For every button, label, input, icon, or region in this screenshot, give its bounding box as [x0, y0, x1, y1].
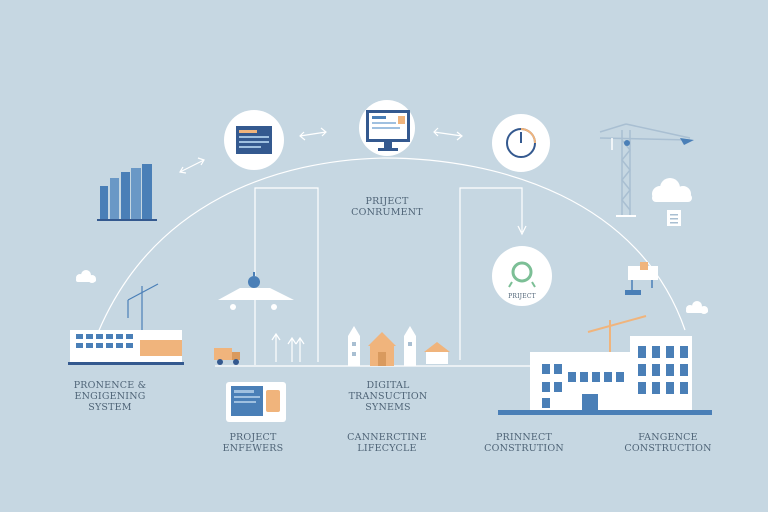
double-arrow-icon: [179, 157, 205, 174]
factory-icon: [68, 283, 184, 365]
certification-node[interactable]: [492, 246, 552, 306]
cloud-icon: [652, 178, 692, 202]
label-digital-transuction: DIGITAL TRANSUCTION SYNEMS: [349, 380, 428, 413]
up-arrow-icon: [271, 332, 281, 362]
truck-icon: [214, 348, 240, 365]
tablet-icon: [226, 382, 286, 422]
document-icon: [667, 210, 681, 226]
double-arrow-icon: [299, 127, 327, 141]
label-line: PRIJECT: [508, 293, 536, 300]
label-fangence-construction: FANGENCE CONSTRUCTION: [624, 432, 711, 454]
up-arrow-icon: [295, 336, 305, 362]
document-node[interactable]: [224, 110, 284, 170]
badge-label: PRIJECT: [508, 293, 536, 300]
label-line: PRIJECT: [365, 196, 409, 207]
cloud-icon: [686, 301, 708, 314]
label-prinnect-constrution: PRINNECT CONSTRUTION: [484, 432, 564, 454]
document-icon: [236, 126, 272, 154]
monitor-icon: [366, 110, 410, 151]
up-arrows: [271, 332, 305, 362]
drone-icon: [625, 262, 658, 295]
up-arrow-icon: [287, 336, 297, 362]
cloud-icon: [76, 270, 96, 283]
main-arc: [94, 157, 686, 341]
city-skyline-icon: [97, 164, 157, 221]
label-project-conrument: PRIJECT CONRUMENT: [351, 196, 423, 218]
label-project-enfewers: PROJECT ENFEWERS: [223, 432, 284, 454]
label-pronence-engigening: PRONENCE & ENGIGENING SYSTEM: [74, 380, 147, 413]
flow-arrow-right: [517, 225, 527, 236]
label-line: PROJECT: [229, 432, 277, 443]
flow-line-left: [254, 187, 319, 365]
label-line: SYNEMS: [365, 402, 411, 413]
flow-line-right: [459, 187, 523, 360]
tower-crane-icon: [599, 123, 694, 217]
label-line: CONRUMENT: [351, 207, 423, 218]
office-building-icon: [498, 315, 712, 415]
gauge-node[interactable]: [492, 114, 550, 172]
certification-badge-icon: [508, 261, 536, 288]
monitor-node[interactable]: [359, 100, 415, 156]
connector-lines: [94, 157, 686, 367]
label-line: DIGITAL: [366, 380, 410, 391]
label-line: PRONENCE &: [73, 380, 147, 391]
label-line: CONSTRUCTION: [624, 443, 712, 454]
label-line: LIFECYCLE: [357, 443, 417, 454]
label-line: ENFEWERS: [222, 443, 284, 454]
gauge-icon: [506, 128, 536, 158]
drone-icon: [218, 272, 294, 310]
label-line: CONSTRUTION: [484, 443, 564, 454]
label-cannerctine-lifecycle: CANNERCTINE LIFECYCLE: [347, 432, 427, 454]
label-line: TRANSUCTION: [348, 391, 428, 402]
label-line: PRINNECT: [495, 432, 553, 443]
label-line: ENGIGENING: [74, 391, 146, 402]
double-arrows: [179, 127, 463, 174]
label-line: FANGENCE: [638, 432, 698, 443]
double-arrow-icon: [433, 127, 463, 141]
label-line: SYSTEM: [88, 402, 132, 413]
label-line: CANNERCTINE: [347, 432, 427, 443]
houses-icon: [348, 326, 450, 366]
